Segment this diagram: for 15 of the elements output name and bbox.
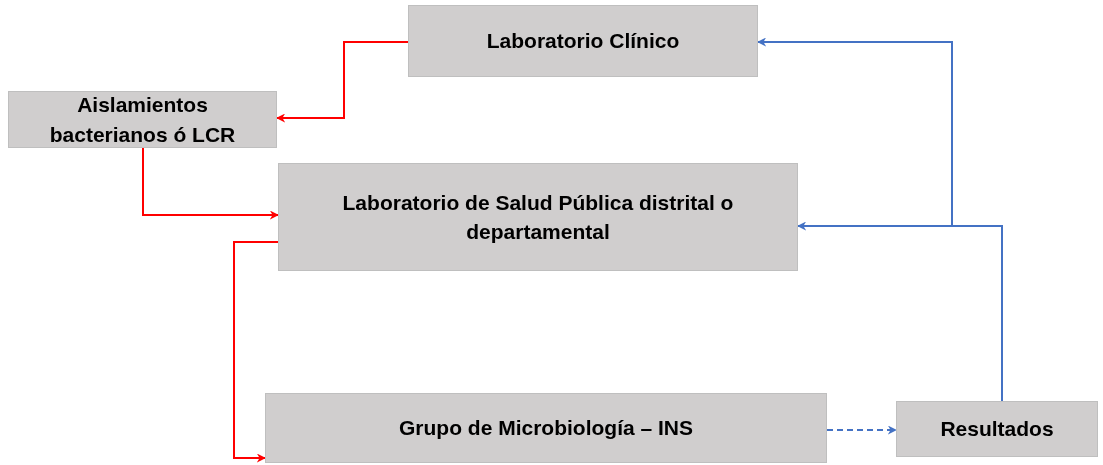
box-label: Resultados [940,416,1054,443]
box-label: Laboratorio Clínico [486,28,680,55]
process-box [896,401,1098,457]
arrow [797,221,1003,402]
process-box [408,5,758,77]
process-box [8,91,277,148]
process-box [265,393,827,463]
box-label: Grupo de Microbiología – INS [399,415,693,442]
arrow [276,41,409,123]
arrow [233,241,279,463]
arrow [826,425,897,435]
process-box [278,163,798,271]
arrow [142,147,279,220]
box-label: Aislamientos bacterianos ó LCR [48,92,237,148]
box-label: Laboratorio de Salud Pública distrital o departamental [341,189,735,245]
